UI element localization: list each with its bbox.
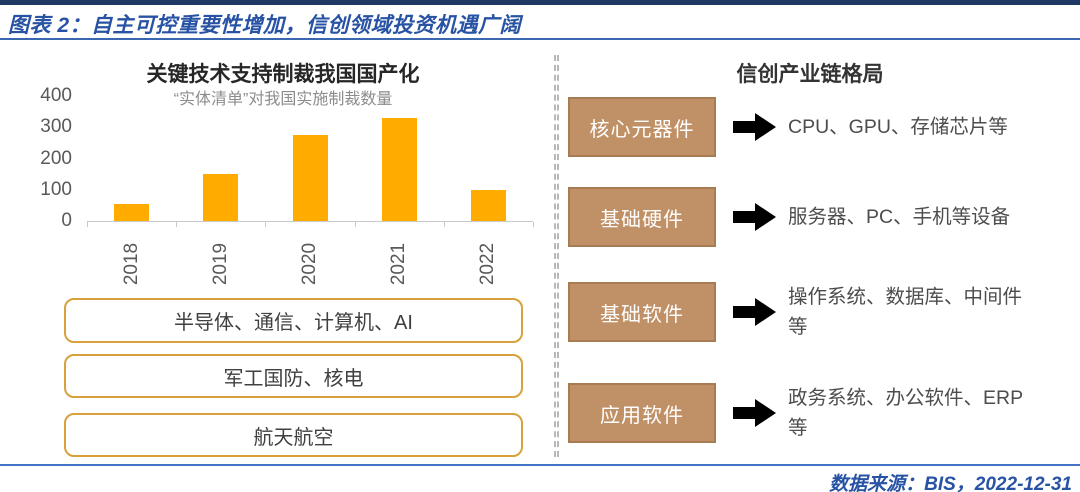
chain-row-application-software: 应用软件 政务系统、办公软件、ERP等 — [568, 383, 1073, 443]
chain-description: CPU、GPU、存储芯片等 — [788, 116, 1008, 138]
x-axis-label-2021: 2021 — [388, 242, 410, 286]
x-axis-tick — [354, 222, 356, 227]
right-arrow-icon — [733, 398, 777, 428]
bar-2018 — [114, 204, 150, 221]
chain-description: 服务器、PC、手机等设备 — [788, 206, 1011, 228]
x-axis-tick — [87, 222, 88, 227]
title-underline — [0, 38, 1080, 40]
bar-2019 — [203, 174, 239, 221]
right-arrow-icon — [733, 112, 777, 142]
y-axis-tick-label: 100 — [40, 178, 72, 200]
y-axis-tick-label: 300 — [40, 116, 72, 138]
chain-label-box: 核心元器件 — [568, 97, 716, 157]
chain-row-basic-hardware: 基础硬件 服务器、PC、手机等设备 — [568, 187, 1073, 247]
figure-title: 图表 2：自主可控重要性增加，信创领域投资机遇广阔 — [8, 14, 522, 37]
x-axis-line — [87, 221, 533, 222]
x-axis-tick — [265, 222, 267, 227]
chain-row-basic-software: 基础软件 操作系统、数据库、中间件等 — [568, 282, 1073, 342]
right-arrow-icon — [733, 297, 777, 327]
x-axis-label-2020: 2020 — [299, 242, 320, 286]
sector-tag-semiconductor: 半导体、通信、计算机、AI — [64, 298, 523, 343]
vertical-dashed-divider — [554, 55, 559, 457]
right-arrow-icon — [733, 202, 777, 232]
data-source: 数据来源：BIS，2022-12-31 — [829, 474, 1072, 492]
chart-subtitle: “实体清单”对我国实施制裁数量 — [173, 91, 393, 108]
bar-2020 — [292, 135, 328, 221]
x-axis-tick — [533, 222, 534, 227]
x-axis-label-2022: 2022 — [477, 242, 499, 286]
top-rule — [0, 0, 1080, 5]
chain-label-box: 基础软件 — [568, 282, 716, 342]
chain-row-core-components: 核心元器件 CPU、GPU、存储芯片等 — [568, 97, 1073, 157]
x-axis-label-2019: 2019 — [209, 242, 231, 286]
y-axis-tick-label: 0 — [61, 210, 72, 231]
bottom-rule — [0, 464, 1080, 466]
y-axis-tick-label: 400 — [40, 85, 72, 106]
x-axis-tick — [176, 222, 178, 227]
sector-tag-defense: 军工国防、核电 — [64, 354, 523, 398]
chain-label-box: 应用软件 — [568, 383, 716, 443]
sector-tag-aerospace: 航天航空 — [64, 413, 523, 457]
right-panel-title: 信创产业链格局 — [736, 63, 884, 86]
bar-2022 — [470, 190, 506, 221]
x-axis-tick — [443, 222, 445, 227]
y-axis-tick-label: 200 — [40, 147, 72, 169]
chain-description: 政务系统、办公软件、ERP等 — [788, 387, 1024, 439]
chain-label-box: 基础硬件 — [568, 187, 716, 247]
bar-2021 — [381, 118, 417, 221]
x-axis-label-2018: 2018 — [120, 242, 142, 286]
chart-title: 关键技术支持制裁我国国产化 — [146, 63, 420, 86]
chain-description: 操作系统、数据库、中间件等 — [788, 286, 1023, 338]
